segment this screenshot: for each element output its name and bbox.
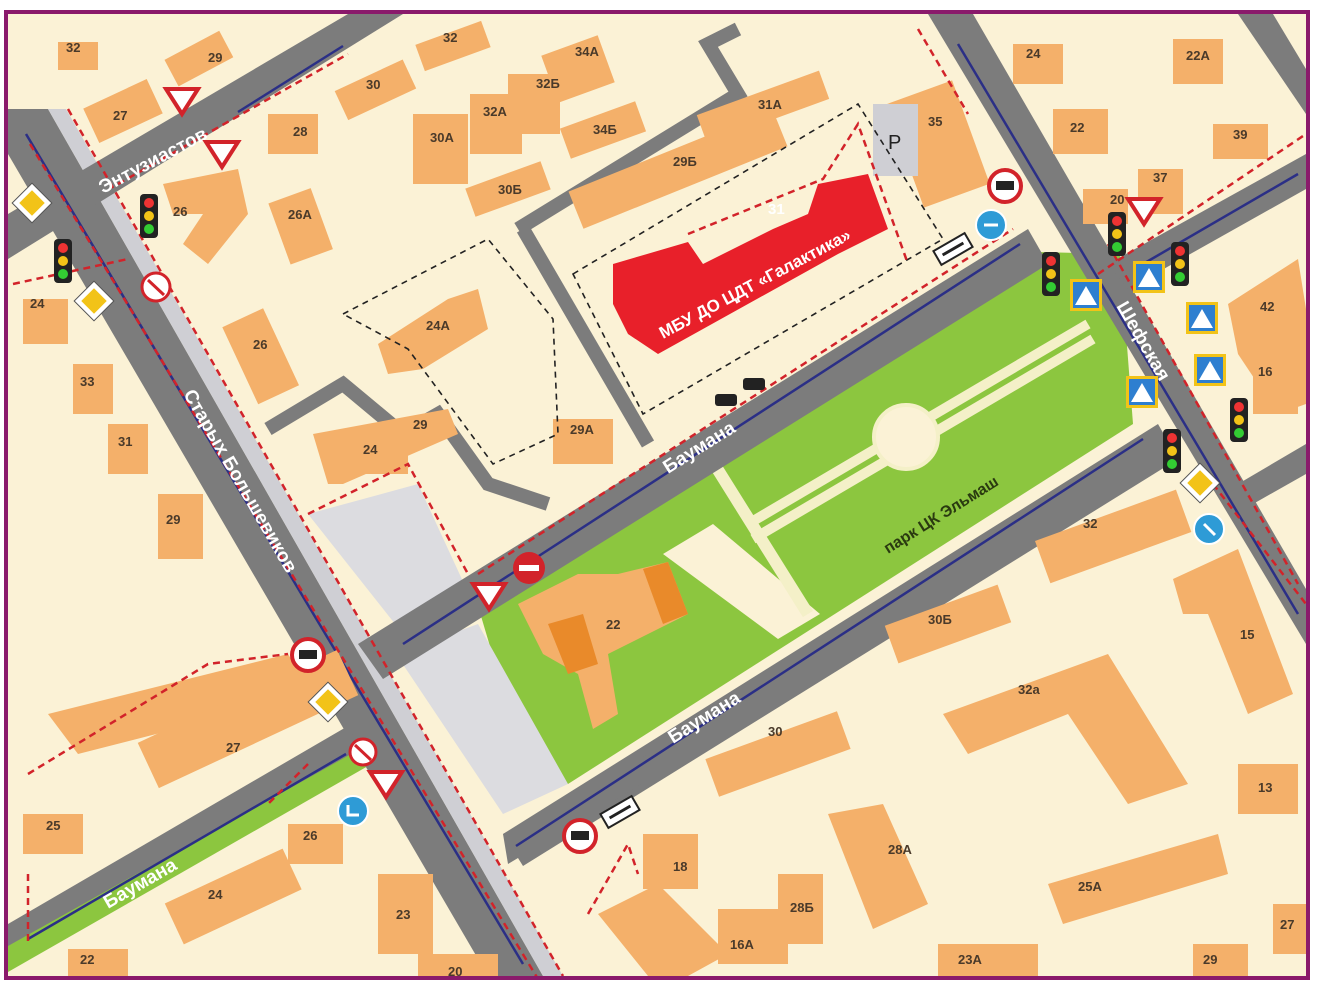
no-entry-sign-icon (513, 552, 545, 584)
building-label: 25 (46, 818, 60, 833)
building-label: 30Б (498, 182, 522, 197)
building-label: 31А (758, 97, 782, 112)
building-label: 29Б (673, 154, 697, 169)
sidewalk (48, 109, 563, 976)
building-label: 35 (928, 114, 942, 129)
parking-label: P (888, 132, 901, 154)
building-label: 26А (288, 207, 312, 222)
building-label: 24А (426, 318, 450, 333)
building-label: 25А (1078, 879, 1102, 894)
building-label: 27 (1280, 917, 1294, 932)
building-label: 29 (413, 417, 427, 432)
sidewalk (396, 624, 568, 814)
building-label: 31 (118, 434, 132, 449)
building-label: 22 (1070, 120, 1084, 135)
building-label: 28А (888, 842, 912, 857)
road-service (503, 754, 658, 864)
building-label: 26 (253, 337, 267, 352)
building-label: 27 (226, 740, 240, 755)
building-label: 15 (1240, 627, 1254, 642)
building-label: 29 (208, 50, 222, 65)
park-square (663, 524, 820, 639)
road-baumana-south (503, 424, 1178, 866)
no-trucks-sign-icon (290, 168, 1023, 854)
building-label: 33 (80, 374, 94, 389)
building-label: 24 (363, 442, 378, 457)
building-label: 24 (208, 887, 223, 902)
crosswalk-marker-icon (599, 231, 974, 830)
building-label: 28 (293, 124, 307, 139)
building-label: 18 (673, 859, 687, 874)
school-number: 31 (768, 201, 785, 218)
building-label: 32А (483, 104, 507, 119)
speed-bump-icon (140, 271, 378, 767)
building-label: 30Б (928, 612, 952, 627)
building-label: 20 (448, 964, 462, 976)
map-frame: Энтузиастов Старых Большевиков Баумана Б… (4, 10, 1310, 980)
building-label: 23А (958, 952, 982, 967)
building-label: 34А (575, 44, 599, 59)
school-fence (341, 102, 945, 465)
building-label: 32а (1018, 682, 1040, 697)
road-baumana-southwest (8, 726, 360, 946)
road-service (514, 22, 748, 235)
building-22-accent (548, 562, 688, 674)
priority-road-sign-icon (11, 182, 1221, 723)
building-label: 13 (1258, 780, 1272, 795)
buildings (23, 20, 1306, 976)
building-label: 32 (66, 40, 80, 55)
building-label: 26 (173, 204, 187, 219)
yield-sign-icon (162, 87, 1164, 801)
building-label: 30 (366, 77, 380, 92)
building-label: 29 (166, 512, 180, 527)
road-entuziastov (8, 14, 403, 259)
building-label: 42 (1260, 299, 1274, 314)
building-label: 32Б (536, 76, 560, 91)
building-label: 22А (1186, 48, 1210, 63)
building-label: 34Б (593, 122, 617, 137)
building-label: 37 (1153, 170, 1167, 185)
park-roundabout (872, 403, 940, 471)
building-label: 16 (1258, 364, 1272, 379)
map-canvas[interactable]: Энтузиастов Старых Большевиков Баумана Б… (8, 14, 1306, 976)
building-label: 22 (606, 617, 620, 632)
building-label: 20 (1110, 192, 1124, 207)
building-label: 29А (570, 422, 594, 437)
parked-cars-icon (715, 378, 765, 406)
building-label: 24 (1026, 46, 1041, 61)
building-label: 32 (443, 30, 457, 45)
building-label: 23 (396, 907, 410, 922)
building-label: 30А (430, 130, 454, 145)
building-label: 32 (1083, 516, 1097, 531)
building-label: 29 (1203, 952, 1217, 967)
building-label: 30 (768, 724, 782, 739)
pedestrian-crossing-sign-icon (1070, 261, 1226, 408)
building-label: 27 (113, 108, 127, 123)
road-service (516, 225, 655, 448)
building-label: 28Б (790, 900, 814, 915)
road-side (1238, 444, 1306, 504)
direction-sign-icon (337, 209, 1225, 827)
building-label: 16А (730, 937, 754, 952)
building-labels: 32 29 27 30 28 32 34А 32Б 32А 30А 34Б 31… (30, 30, 1294, 976)
school-building[interactable] (613, 174, 888, 354)
traffic-light-icon (54, 194, 1248, 473)
park-strip-sw (8, 742, 368, 972)
building-label: 24 (30, 296, 45, 311)
building-label: 22 (80, 952, 94, 967)
safe-route (12, 28, 1306, 976)
park-elmash (478, 252, 1133, 784)
road-side (1238, 14, 1306, 114)
building-label: 39 (1233, 127, 1247, 142)
building-label: 26 (303, 828, 317, 843)
